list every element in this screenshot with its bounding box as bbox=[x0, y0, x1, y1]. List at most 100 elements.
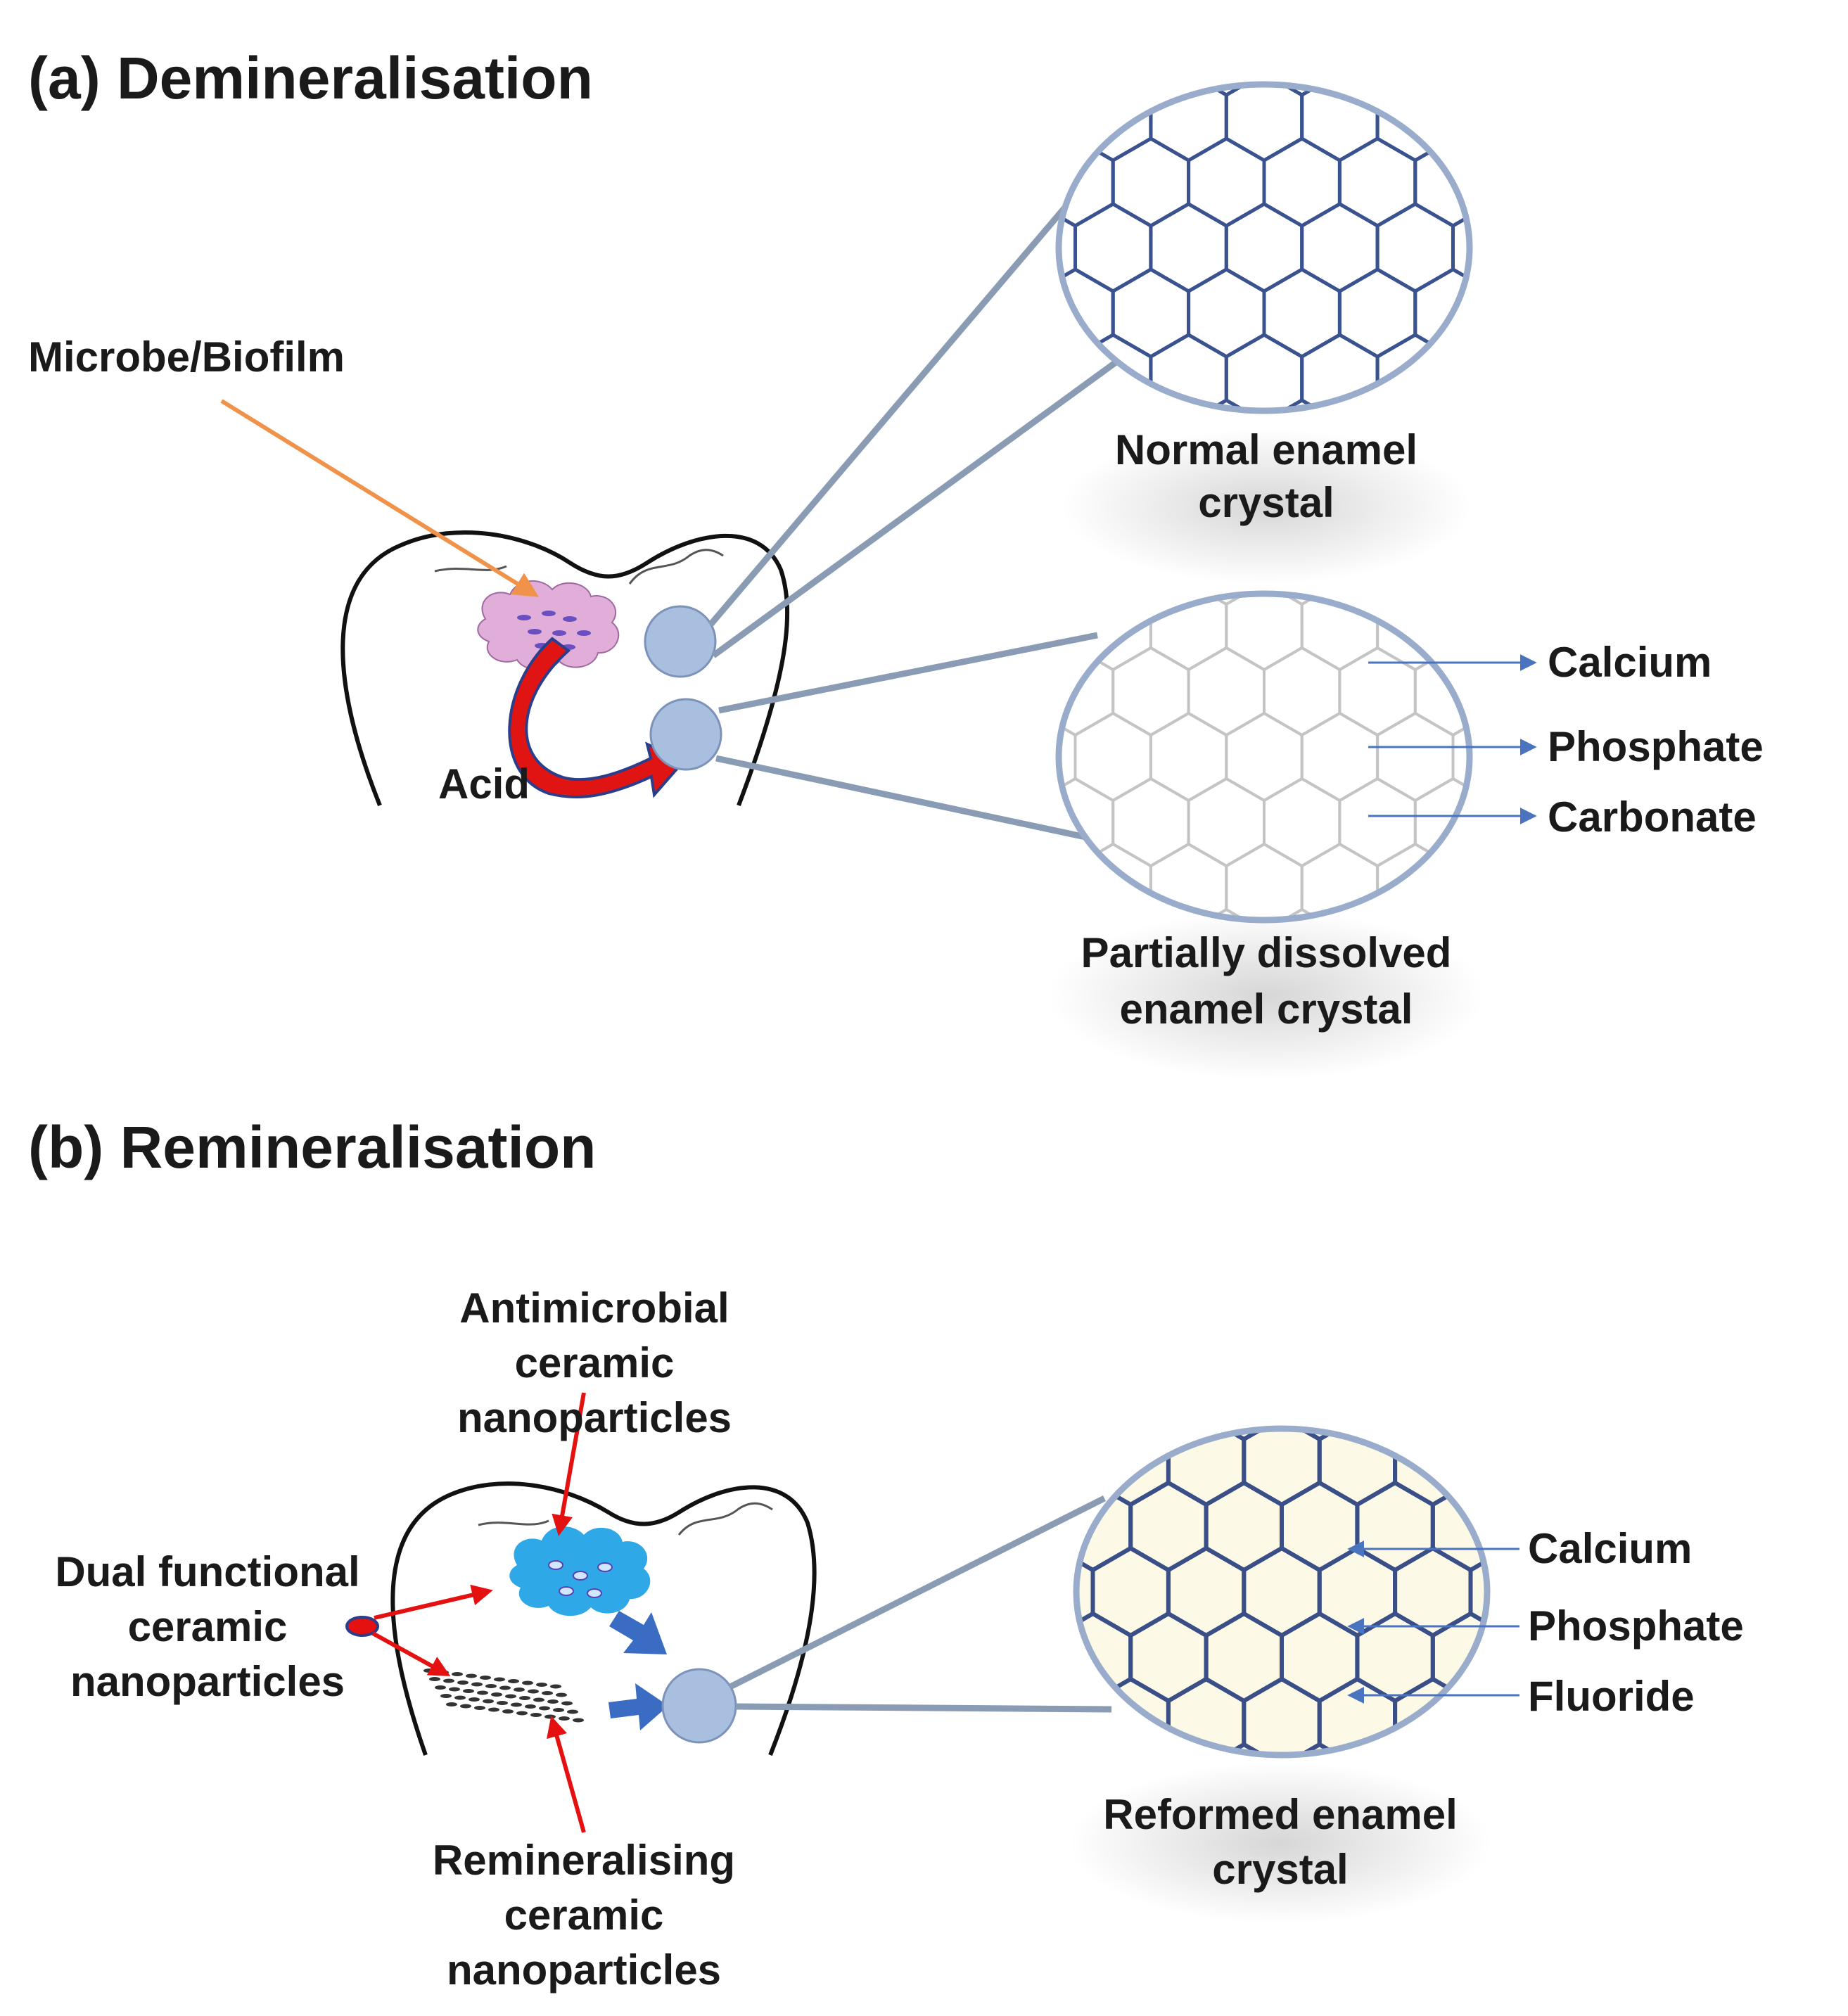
nanoparticle-rod bbox=[435, 1685, 446, 1690]
hexagon-cell bbox=[1168, 1287, 1244, 1374]
hexagon-cell bbox=[904, 1352, 979, 1439]
incorporated-ion-fluoride: Fluoride bbox=[1528, 1673, 1695, 1720]
antimicrobial-label-line2: ceramic bbox=[515, 1339, 675, 1386]
hexagon-cell bbox=[904, 1614, 979, 1701]
hexagon-cell bbox=[1337, 84, 1417, 97]
hexagon-cell bbox=[1430, 1429, 1487, 1442]
nanoparticle-rod bbox=[429, 1677, 440, 1681]
nanoparticle-rod bbox=[452, 1672, 463, 1676]
hexagon-cell bbox=[848, 0, 924, 30]
nanoparticle-rod bbox=[567, 1709, 578, 1714]
microbe-label: Microbe/Biofilm bbox=[28, 333, 345, 381]
nanoparticle-rod bbox=[533, 1697, 544, 1702]
hexagon-cell bbox=[1642, 139, 1717, 226]
released-ion-carbonate: Carbonate bbox=[1548, 793, 1757, 841]
hexagon-cell bbox=[1621, 1287, 1697, 1374]
magnification-connectors-b bbox=[728, 1495, 1112, 1713]
nanoparticle-pointer-arrows bbox=[371, 1392, 586, 1833]
hexagon-cell bbox=[980, 1614, 1055, 1701]
remineralising-label-line1: Remineralising bbox=[433, 1837, 735, 1884]
hexagon-cell bbox=[1621, 1417, 1697, 1505]
hexagon-cell bbox=[1451, 333, 1470, 411]
tooth-fissure-a bbox=[434, 549, 724, 585]
hexagon-cell bbox=[1508, 1352, 1583, 1439]
hexagon-cell bbox=[1659, 1352, 1735, 1439]
hexagon-cell bbox=[962, 8, 1038, 95]
hexagon-cell bbox=[1451, 842, 1470, 920]
dual-functional-label-line1: Dual functional bbox=[55, 1548, 359, 1595]
nanoparticle-rod bbox=[488, 1707, 499, 1712]
flow-arrow-lower bbox=[608, 1683, 668, 1730]
incorporated-ion-phosphate: Phosphate bbox=[1528, 1602, 1744, 1650]
hexagon-cell bbox=[886, 139, 962, 226]
hexagon-cell bbox=[1546, 1287, 1621, 1374]
nanoparticle-rod bbox=[561, 1701, 573, 1706]
normal-enamel-crystal bbox=[848, 0, 1717, 487]
nanoparticle-rod bbox=[544, 1714, 556, 1719]
remineralising-label-line2: ceramic bbox=[504, 1891, 664, 1939]
nanoparticle-rod bbox=[491, 1692, 502, 1697]
normal-crystal-label-line2: crystal bbox=[1198, 479, 1334, 526]
hexagon-cell bbox=[848, 975, 924, 1062]
tooth-fissure-b bbox=[478, 1502, 773, 1536]
hexagon-cell bbox=[848, 204, 924, 291]
flow-arrow-upper bbox=[609, 1611, 667, 1654]
normal-crystal-label-halo bbox=[1062, 429, 1470, 584]
hexagon-cell bbox=[962, 139, 1038, 226]
hexagon-cell bbox=[1642, 910, 1717, 997]
antimicrobial-label-line1: Antimicrobial bbox=[459, 1284, 729, 1332]
tooth-outline-a bbox=[340, 530, 790, 807]
hexagon-cell bbox=[980, 1744, 1055, 1832]
hexagon-cell bbox=[962, 517, 1038, 604]
hexagon-cell bbox=[1529, 73, 1604, 160]
hexagon-cell bbox=[904, 1483, 979, 1570]
nanoparticle-rod bbox=[556, 1692, 567, 1697]
hexagon-cell bbox=[1059, 84, 1115, 97]
hexagon-cell bbox=[1604, 975, 1679, 1062]
hexagon-cell bbox=[1076, 1676, 1095, 1755]
nanoparticle-rod bbox=[497, 1701, 508, 1705]
hexagon-cell bbox=[1280, 1742, 1360, 1755]
hexagon-cell bbox=[1377, 0, 1453, 30]
panel-b-title: (b) Remineralisation bbox=[28, 1114, 596, 1180]
nanoparticle-rod bbox=[449, 1687, 460, 1692]
hexagon-cell bbox=[886, 910, 962, 997]
magnification-connectors-a bbox=[708, 202, 1128, 848]
nanoparticle-rod bbox=[514, 1688, 525, 1692]
hexagon-cell bbox=[848, 335, 924, 422]
hexagon-cell bbox=[1059, 842, 1077, 920]
hexagon-cell bbox=[1320, 1287, 1395, 1374]
hexagon-cell bbox=[1076, 0, 1151, 30]
nanoparticle-rod bbox=[471, 1682, 483, 1687]
panel-a: (a) Demineralisation Microbe/Biofilm Aci… bbox=[28, 0, 1764, 1080]
hexagon-cell bbox=[1659, 1744, 1735, 1832]
released-ion-phosphate: Phosphate bbox=[1548, 723, 1764, 770]
hexagon-cell bbox=[1128, 1429, 1209, 1442]
incorporated-ion-calcium: Calcium bbox=[1528, 1525, 1692, 1572]
dissolved-crystal-label-line2: enamel crystal bbox=[1120, 985, 1413, 1033]
nanoparticle-rod bbox=[502, 1709, 514, 1714]
nanoparticle-rod bbox=[443, 1678, 454, 1683]
hexagon-cell bbox=[1642, 400, 1717, 487]
hexagon-cell bbox=[1604, 73, 1679, 160]
hexagon-cell bbox=[886, 517, 962, 604]
nanoparticle-rod bbox=[440, 1694, 452, 1698]
nanoparticle-rod bbox=[474, 1706, 485, 1710]
nanoparticle-rod bbox=[525, 1704, 536, 1709]
nanoparticle-rod bbox=[446, 1702, 457, 1706]
hexagon-cell bbox=[942, 1679, 1017, 1766]
hexagon-cell bbox=[942, 1287, 1017, 1374]
hexagon-cell bbox=[866, 1679, 941, 1766]
nanoparticle-rod bbox=[463, 1689, 474, 1693]
hexagon-cell bbox=[866, 1287, 941, 1374]
hexagon-cell bbox=[1395, 1287, 1470, 1374]
dual-functional-label-line3: nanoparticles bbox=[70, 1658, 345, 1705]
hexagon-cell bbox=[1111, 84, 1191, 97]
hexagon-cell bbox=[1508, 1744, 1583, 1832]
nanoparticle-rod bbox=[542, 1691, 553, 1695]
hexagon-cell bbox=[1471, 1287, 1546, 1374]
hexagon-cell bbox=[1567, 269, 1642, 357]
hexagon-cell bbox=[1491, 8, 1566, 95]
hexagon-cell bbox=[1204, 1742, 1284, 1755]
hexagon-cell bbox=[1151, 0, 1226, 30]
